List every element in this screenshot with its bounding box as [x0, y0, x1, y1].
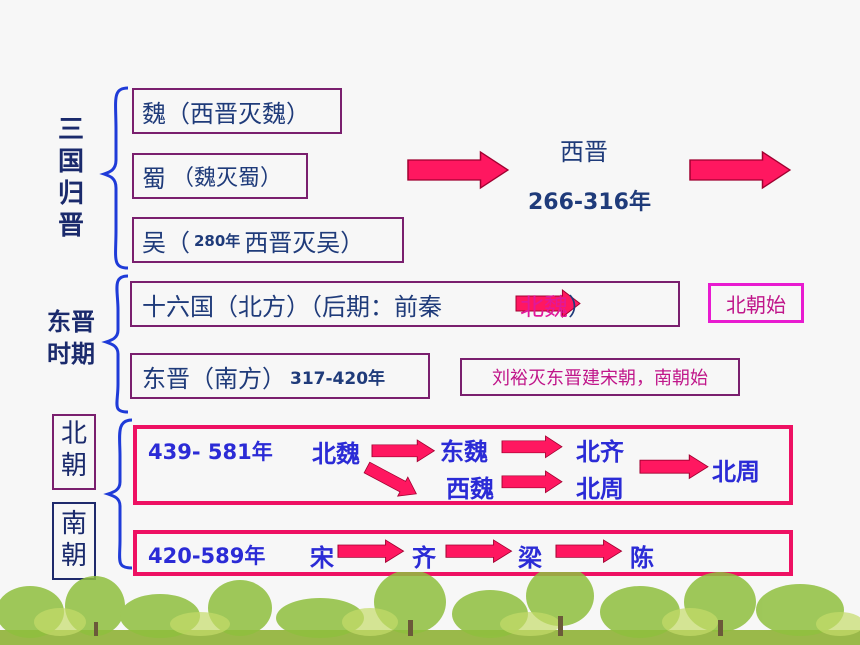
beichao-dongwei: 东魏 [440, 438, 488, 466]
dongjin-bracket [101, 274, 129, 414]
box-shiliuguo: 十六国（北方）（后期： 前秦 北魏 ） [130, 281, 680, 327]
nanchao-song: 宋 [310, 544, 334, 572]
char: 晋 [57, 211, 84, 241]
nanchao-label-box [52, 502, 96, 580]
shiliuguo-text: 十六国（北方）（后期： [142, 292, 394, 321]
beichao-years: 439- 581年 [148, 440, 273, 464]
char: 南 [60, 509, 87, 539]
xijin-years: 266-316年 [528, 190, 651, 215]
nanchao-liang: 梁 [518, 544, 542, 572]
char: 国 [57, 147, 84, 177]
box-wu: 吴（ 280年 西晋灭吴） [132, 217, 404, 263]
tree-decoration [0, 572, 860, 645]
beichao-beizhou-west: 北周 [576, 475, 624, 503]
label-dongjin-shiqi: 东晋 时期 [38, 306, 104, 370]
arrow-to-xijin [407, 151, 509, 189]
beichao-start-text: 北朝始 [726, 292, 786, 317]
dongjin-years: 317-420年 [290, 368, 386, 389]
nanchao-chen: 陈 [630, 544, 654, 572]
sanguo-bracket [99, 86, 129, 270]
box-shu-paren: （魏灭蜀） [172, 166, 283, 191]
char: 朝 [60, 541, 87, 571]
box-wei-text: 魏（西晋灭魏） [142, 99, 310, 128]
beichao-xiwei: 西魏 [446, 475, 494, 503]
beichao-beizhou-final: 北周 [712, 458, 760, 486]
shiliuguo-qianqin: 前秦 [394, 292, 442, 321]
char: 朝 [60, 451, 87, 481]
box-wu-text: 吴（ [142, 228, 190, 257]
char: 北 [60, 419, 87, 449]
box-shu-text: 蜀 [142, 164, 166, 193]
nanbei-bracket [103, 418, 133, 570]
box-beichao-row [133, 425, 793, 505]
nanchao-years: 420-589年 [148, 544, 266, 568]
beichao-beiqi: 北齐 [576, 438, 624, 466]
label-nanchao: 南 朝 [52, 508, 96, 572]
char: 三 [57, 115, 84, 145]
arrow-from-xijin [689, 151, 791, 189]
box-wei: 魏（西晋灭魏） [132, 88, 342, 134]
box-beichao-start: 北朝始 [708, 283, 804, 323]
label-line: 时期 [47, 340, 95, 368]
label-beichao: 北 朝 [52, 418, 96, 482]
box-nanchao-start: 刘裕灭东晋建宋朝，南朝始 [460, 358, 740, 396]
shiliuguo-close: ） [568, 292, 592, 321]
nanchao-qi: 齐 [412, 544, 436, 572]
beichao-beiwei: 北魏 [312, 440, 360, 468]
box-wu-year: 280年 [194, 231, 241, 250]
char: 归 [57, 179, 84, 209]
nanchao-start-text: 刘裕灭东晋建宋朝，南朝始 [492, 368, 708, 389]
dongjin-name: 东晋（南方） [142, 364, 286, 393]
box-shu: 蜀 （魏灭蜀） [132, 153, 308, 199]
xijin-name: 西晋 [560, 138, 608, 166]
label-sanguo-guijin: 三 国 归 晋 [54, 114, 88, 242]
shiliuguo-beiwei: 北魏 [520, 292, 568, 321]
beichao-label-box [52, 414, 96, 490]
label-line: 东晋 [47, 308, 95, 336]
box-wu-rest: 西晋灭吴） [244, 228, 365, 257]
box-nanchao-row [133, 530, 793, 576]
box-dongjin: 东晋（南方） 317-420年 [130, 353, 430, 399]
